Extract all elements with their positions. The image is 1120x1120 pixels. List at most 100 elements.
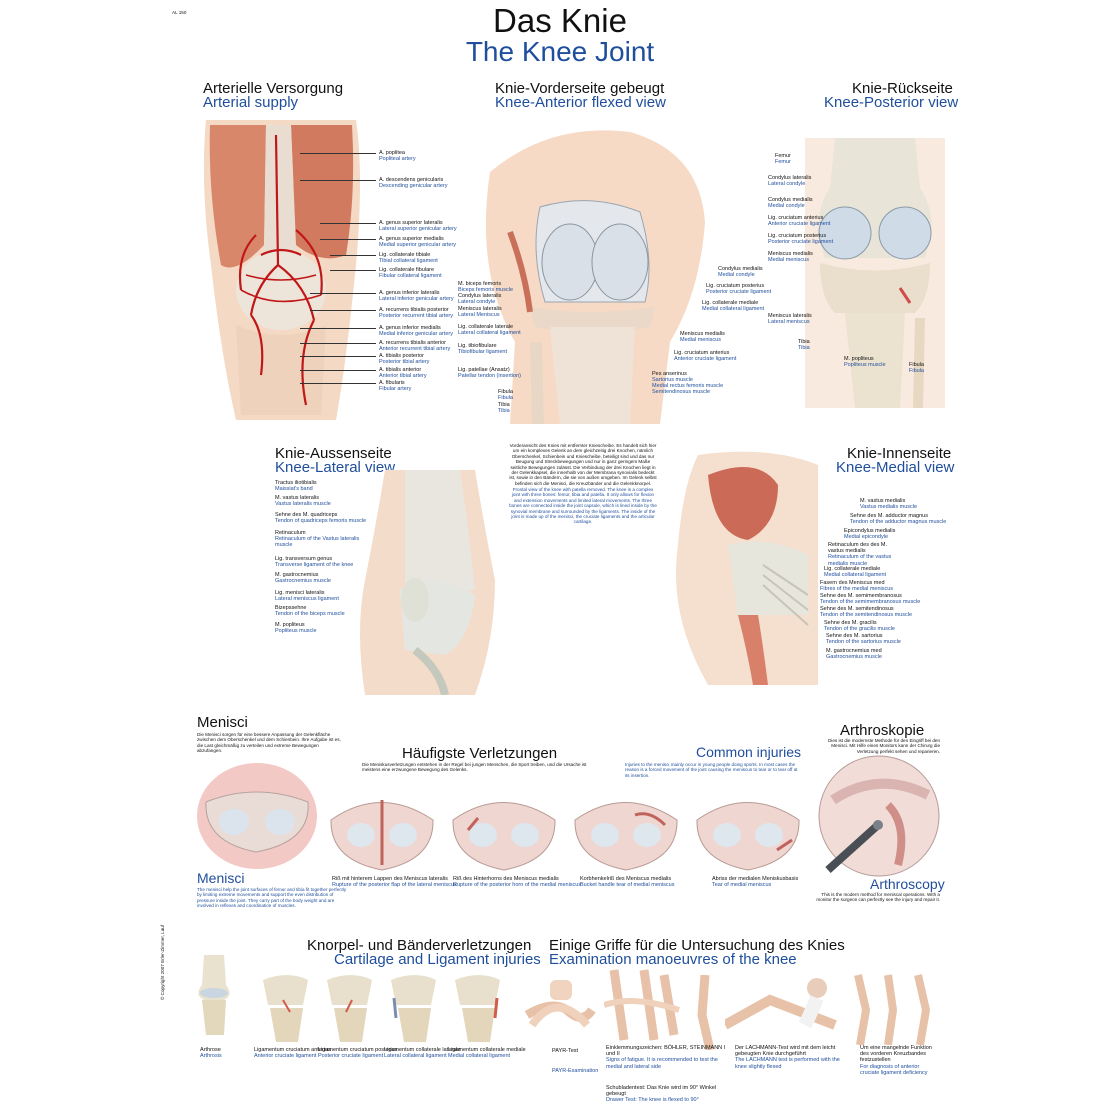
menisci-text-de: Die Menisci sorgen für eine bessere Anpa… xyxy=(197,732,341,754)
injury-illustration-4 xyxy=(692,780,804,875)
arthroscopy-illustration xyxy=(818,755,940,877)
lateral-title-en: Knee-Lateral view xyxy=(275,459,396,476)
page-title-en: The Knee Joint xyxy=(465,36,655,67)
leader-line xyxy=(330,270,376,271)
medial-title-de: Knie-Innenseite xyxy=(847,445,952,462)
chart-code: AL 150 xyxy=(172,10,187,15)
exam-illustration-payr xyxy=(522,970,597,1035)
exam-title-de: Einige Griffe für die Untersuchung des K… xyxy=(549,937,845,954)
injury-illustration-3 xyxy=(570,780,682,875)
leader-line xyxy=(300,356,376,357)
menisci-title-en: Menisci xyxy=(197,870,245,886)
leader-line xyxy=(300,383,376,384)
posterior-title-en: Knee-Posterior view xyxy=(824,94,959,111)
arthroscopy-text-en: This is the modern method for meniscal o… xyxy=(816,892,940,903)
menisci-title-de: Menisci xyxy=(197,714,248,731)
injuries-text-de: Die Meniskusverletzungen entstehen in de… xyxy=(362,762,587,773)
leader-line xyxy=(300,328,376,329)
lateral-knee-illustration xyxy=(345,470,500,695)
medial-knee-illustration xyxy=(668,445,823,685)
arthroscopy-title-en: Arthroscopy xyxy=(870,876,945,892)
arterial-title-de: Arterielle Versorgung xyxy=(203,80,344,97)
cartilage-title-de: Knorpel- und Bänderverletzungen xyxy=(307,937,532,954)
injuries-title-en: Common injuries xyxy=(696,744,802,760)
medial-title-en: Knee-Medial view xyxy=(836,459,955,476)
exam-caption-3: Schubladentest: Das Knie wird im 90° Win… xyxy=(606,1085,717,1104)
anterior-title-en: Knee-Anterior flexed view xyxy=(495,94,666,111)
injury-illustration-1 xyxy=(326,780,438,875)
label: Semitendinosus muscle xyxy=(652,389,711,395)
arterial-knee-illustration xyxy=(196,115,366,425)
leader-line xyxy=(300,343,376,344)
exam-illustration-bohler xyxy=(604,965,684,1045)
cartilage-title-en: Cartilage and Ligament injuries xyxy=(334,951,541,968)
leader-line xyxy=(300,180,376,181)
exam-caption-5: Um eine mangelnde Funktion des vorderen … xyxy=(860,1045,932,1076)
leader-line xyxy=(300,153,376,154)
lateral-title-de: Knie-Aussenseite xyxy=(275,445,392,462)
leader-line xyxy=(320,239,376,240)
posterior-title-de: Knie-Rückseite xyxy=(852,80,953,97)
exam-caption-4: Der LACHMANN-Test wird mit dem leicht ge… xyxy=(735,1045,840,1070)
exam-illustration-lachmann xyxy=(725,970,840,1040)
label: Lig. patellae (Ansatz)Patellar tendon (i… xyxy=(458,367,521,380)
injuries-text-en: Injuries to the menisci mainly occur in … xyxy=(625,762,798,778)
menisci-illustration xyxy=(196,762,318,870)
injury-caption-1: Riß mit hinterem Lappen des Meniscus lat… xyxy=(332,876,457,889)
leader-line xyxy=(310,310,376,311)
exam-illustration-drawer xyxy=(690,975,720,1050)
cartilage-illustration-lcl xyxy=(386,970,441,1042)
leader-line xyxy=(330,255,376,256)
cartilage-illustration-acl xyxy=(258,970,313,1042)
leader-line xyxy=(300,370,376,371)
